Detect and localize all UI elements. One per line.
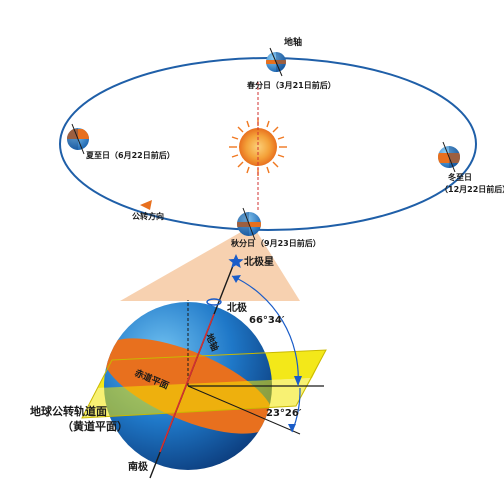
autumn-equinox-date: （9月23日前后） (256, 238, 321, 248)
south-pole-label: 南极 (128, 460, 149, 473)
earth-summer-solstice (67, 123, 89, 155)
summer-solstice-date: （6月22日前后） (110, 150, 175, 160)
winter-solstice-date: （12月22日前后） (440, 184, 504, 194)
winter-solstice-name: 冬至日 (448, 172, 472, 182)
north-pole-label: 北极 (227, 301, 248, 314)
spring-equinox-name: 春分日 (247, 80, 271, 90)
angle-arc-66 (231, 275, 299, 387)
revolution-arrow-icon (140, 200, 152, 210)
north-pole-ring (206, 298, 222, 306)
polaris-star-icon (228, 254, 244, 268)
summer-solstice-name: 夏至日 (85, 151, 110, 160)
autumn-equinox-name: 秋分日 (230, 238, 255, 248)
axis-label-top: 地轴 (284, 36, 302, 48)
equator-extension-line (187, 385, 301, 435)
orbit-plane-title: 地球公转轨道面 (30, 404, 107, 418)
angle-66-label: 66°34′ (249, 315, 285, 326)
orbit-plane-subtitle: （黄道平面） (62, 419, 128, 433)
revolution-direction-label: 公转方向 (132, 211, 164, 221)
angle-23-label: 23°26′ (266, 408, 302, 419)
polaris-label: 北极星 (244, 255, 274, 268)
earth-autumn-equinox (237, 207, 261, 241)
earth-spring-equinox (266, 47, 286, 77)
earth-winter-solstice (438, 141, 460, 173)
projection-beam (120, 232, 300, 301)
spring-equinox-date: （3月21日前后） (271, 80, 336, 90)
